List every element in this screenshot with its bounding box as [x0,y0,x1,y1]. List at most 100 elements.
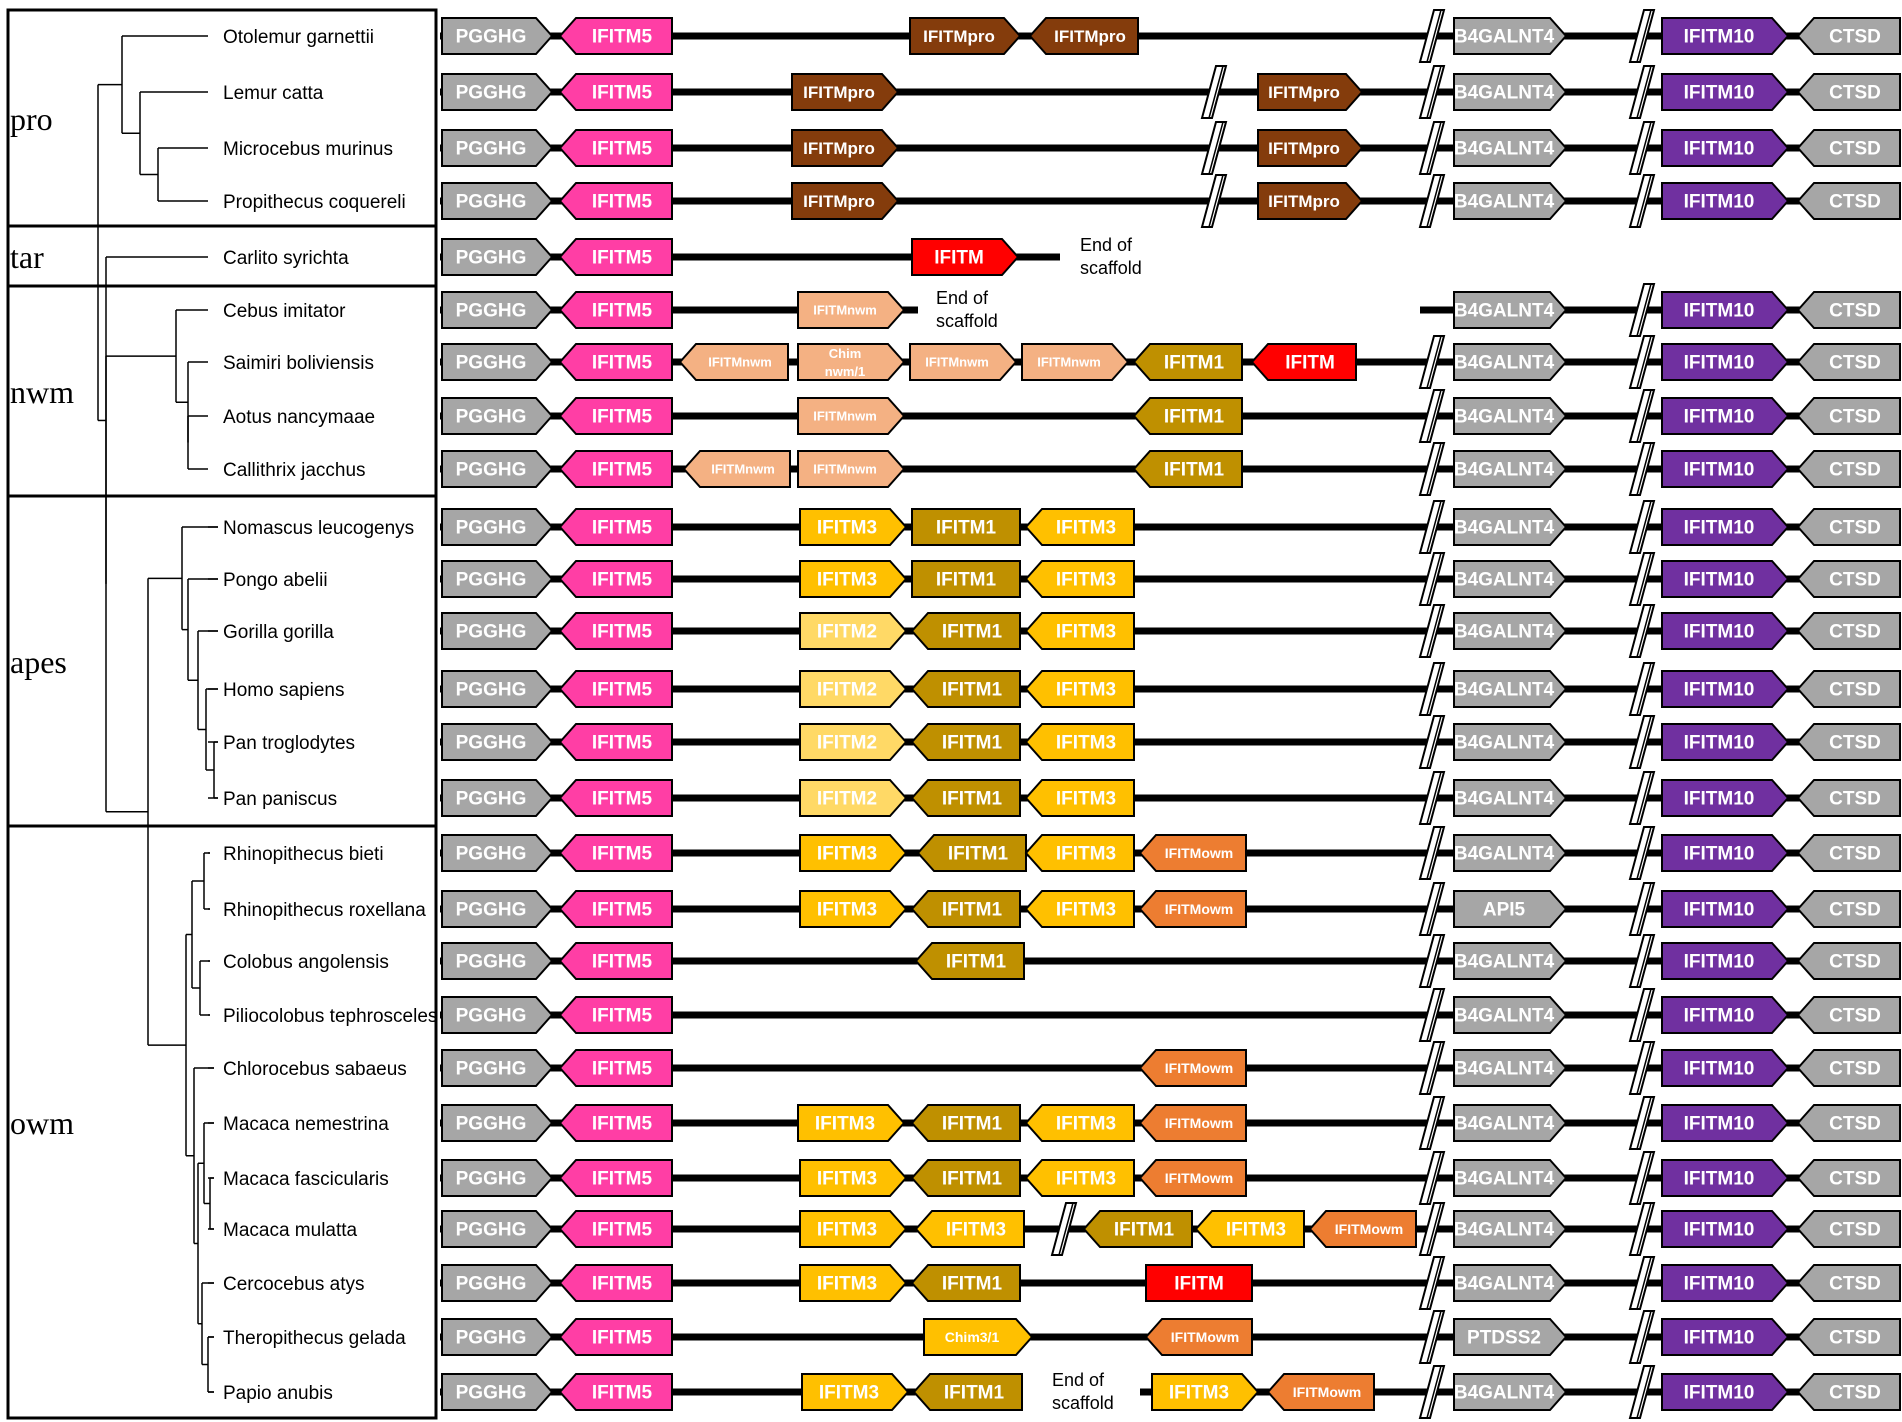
gene-label: PGGHG [456,1328,527,1349]
gene-label: IFITMnwm [711,462,775,477]
gene-arrow [914,1210,1025,1248]
species-name-rhinopithecus-roxellana: Rhinopithecus roxellana [223,900,426,921]
scaffold-break-mark [1418,934,1446,988]
gene-b4galnt4: B4GALNT4 [1453,834,1568,872]
gene-ifitm5: IFITM5 [558,73,673,111]
species-name-rhinopithecus-bieti: Rhinopithecus bieti [223,844,384,865]
gene-ifitmpro: IFITMpro [1257,182,1364,220]
gene-label: CTSD [1829,518,1881,539]
gene-label: CTSD [1829,301,1881,322]
gene-b4galnt4: B4GALNT4 [1453,1049,1568,1087]
gene-label: API5 [1483,900,1526,921]
gene-arrow [1138,1049,1247,1087]
gene-label: CTSD [1829,733,1881,754]
gene-label: IFITMpro [1268,139,1340,158]
gene-ifitm3: IFITM3 [799,834,908,872]
gene-label: CTSD [1829,952,1881,973]
gene-ifitm5: IFITM5 [558,1264,673,1302]
scaffold-break-mark [1200,65,1228,119]
gene-ifitmpro: IFITMpro [1028,17,1139,55]
gene-label: B4GALNT4 [1454,789,1555,810]
gene-label: IFITM10 [1684,301,1755,322]
gene-arrow [1024,779,1135,817]
gene-arrow [1024,723,1135,761]
gene-arrow [1661,1159,1790,1197]
gene-arrow [1257,182,1364,220]
gene-arrow [1453,890,1568,928]
gene-arrow [799,670,908,708]
gene-pgghg: PGGHG [441,1264,554,1302]
gene-arrow [558,723,673,761]
gene-label: IFITM2 [817,622,877,643]
gene-label: IFITM10 [1684,1059,1755,1080]
gene-ctsd: CTSD [1796,1318,1901,1356]
gene-arrow [441,508,554,546]
gene-label: CTSD [1829,192,1881,213]
gene-arrow [558,1210,673,1248]
gene-pgghg: PGGHG [441,942,554,980]
gene-label: IFITM2 [817,680,877,701]
gene-arrow [441,291,554,329]
gene-arrow [558,1318,673,1356]
gene-label: CTSD [1829,789,1881,810]
gene-pgghg: PGGHG [441,129,554,167]
gene-arrow [558,17,673,55]
gene-ifitm5: IFITM5 [558,397,673,435]
gene-arrow [1796,942,1901,980]
gene-arrow [1082,1210,1193,1248]
gene-arrow [1796,73,1901,111]
gene-ifitm3: IFITM3 [1024,560,1135,598]
gene-ctsd: CTSD [1796,129,1901,167]
gene-label: IFITM3 [819,1383,879,1404]
gene-ifitm5: IFITM5 [558,890,673,928]
gene-arrow [1661,1104,1790,1142]
scaffold-break-mark [1418,174,1446,228]
gene-b4galnt4: B4GALNT4 [1453,129,1568,167]
gene-pgghg: PGGHG [441,182,554,220]
gene-label: PGGHG [456,301,527,322]
gene-label: IFITM10 [1684,570,1755,591]
gene-arrow [441,560,554,598]
gene-ifitm10: IFITM10 [1661,1159,1790,1197]
gene-ifitm3: IFITM3 [1024,508,1135,546]
scaffold-break-mark [1418,335,1446,389]
gene-label: IFITMowm [1165,1115,1233,1131]
gene-label: B4GALNT4 [1454,353,1555,374]
gene-label: IFITM5 [592,27,653,48]
gene-label: IFITM3 [1056,518,1116,539]
scaffold-break-mark [1418,1310,1446,1364]
gene-b4galnt4: B4GALNT4 [1453,343,1568,381]
gene-label: B4GALNT4 [1454,1059,1555,1080]
gene-arrow [1453,612,1568,650]
gene-ifitm1: IFITM1 [910,612,1021,650]
gene-pgghg: PGGHG [441,723,554,761]
gene-ifitm1: IFITM1 [912,1373,1023,1411]
scaffold-break-mark [1628,1096,1656,1150]
gene-arrow [1138,834,1247,872]
gene-ifitm1: IFITM1 [1132,450,1243,488]
gene-label: B4GALNT4 [1454,952,1555,973]
gene-arrow [558,890,673,928]
gene-arrow [441,1373,554,1411]
gene-ifitmpro: IFITMpro [791,129,900,167]
gene-label: IFITM10 [1684,1383,1755,1404]
gene-ifitm10: IFITM10 [1661,17,1790,55]
gene-label: IFITM1 [946,952,1007,973]
gene-arrow [1796,834,1901,872]
gene-ifitm10: IFITM10 [1661,723,1790,761]
gene-arrow [1661,508,1790,546]
gene-label: IFITM3 [817,1274,877,1295]
gene-arrow [441,73,554,111]
gene-arrow [1661,1049,1790,1087]
gene-label: PGGHG [456,353,527,374]
gene-label: IFITMpro [1268,192,1340,211]
gene-arrow [1796,890,1901,928]
end-of-scaffold-note: scaffold [936,311,998,331]
gene-arrow [1453,1373,1568,1411]
